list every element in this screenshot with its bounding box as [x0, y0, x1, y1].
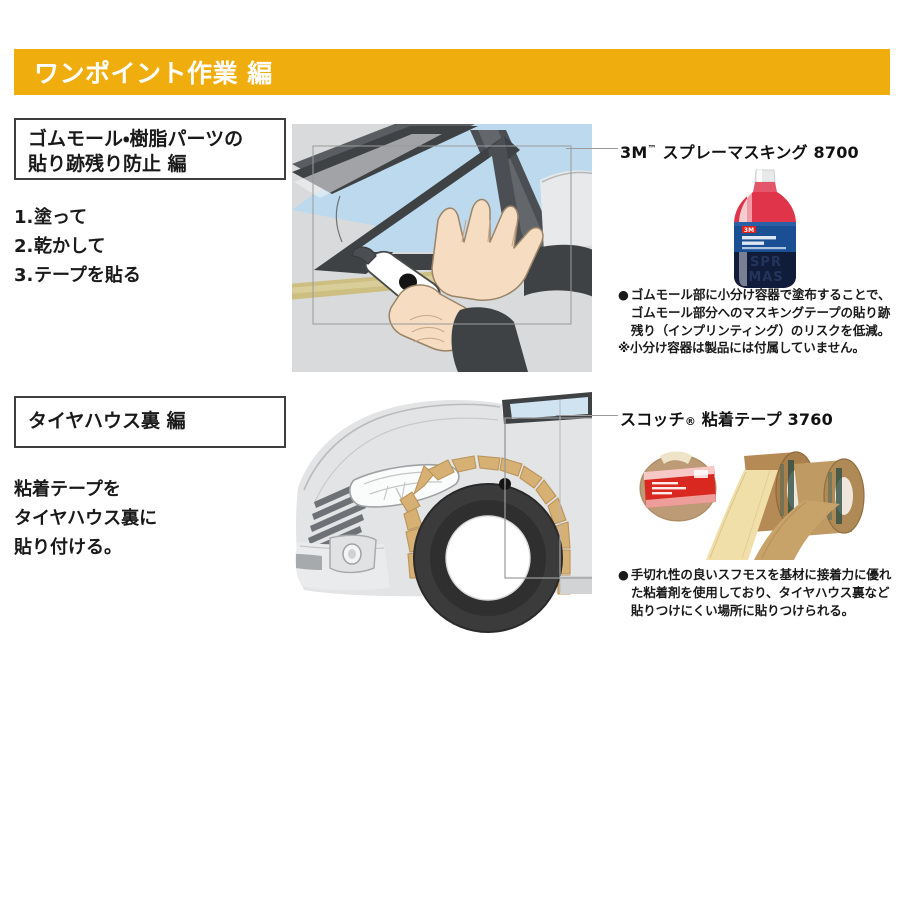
section-2-title-box: タイヤハウス裏 編	[14, 396, 286, 448]
list-item: 3.テープを貼る	[14, 261, 274, 290]
product-1-description: ● ゴムモール部に小分け容器で塗布することで、ゴムモール部分へのマスキングテープ…	[618, 286, 894, 357]
section-1-title-box: ゴムモール・樹脂パーツの 貼り跡残り防止 編	[14, 118, 286, 180]
minivan-wheel-arch-illustration	[292, 392, 592, 648]
car-window-illustration	[292, 124, 592, 372]
leader-line-product-2	[556, 415, 618, 416]
step-label: 塗って	[34, 207, 88, 228]
product-2-brand: スコッチ	[620, 410, 685, 429]
step-number: 3.	[14, 265, 34, 287]
spray-masking-bottle-photo: 3M SPR MAS	[700, 168, 830, 293]
list-item: 2.乾かして	[14, 232, 274, 261]
product-1-bullet: ● ゴムモール部に小分け容器で塗布することで、ゴムモール部分へのマスキングテープ…	[618, 286, 894, 339]
svg-text:MAS: MAS	[748, 270, 783, 285]
bullet-icon: ●	[618, 287, 629, 302]
svg-text:3M: 3M	[744, 227, 754, 234]
product-2-name: 粘着テープ 3760	[696, 410, 833, 429]
svg-text:SPR: SPR	[750, 255, 782, 270]
product-1-bullet-text: ゴムモール部に小分け容器で塗布することで、ゴムモール部分へのマスキングテープの貼…	[630, 287, 891, 338]
product-1-name: スプレーマスキング 8700	[656, 143, 859, 162]
product-1-brand: 3M	[620, 143, 648, 162]
section-1-step-list: 1.塗って 2.乾かして 3.テープを貼る	[14, 203, 274, 290]
section-1-title: ゴムモール・樹脂パーツの 貼り跡残り防止 編	[28, 128, 244, 176]
step-label: テープを貼る	[34, 265, 141, 287]
list-item: 1.塗って	[14, 203, 274, 232]
page-title: ワンポイント作業 編	[34, 59, 273, 88]
product-2-bullet: ● 手切れ性の良いスフモスを基材に接着力に優れた粘着剤を使用しており、タイヤハウ…	[618, 566, 894, 619]
step-number: 1.	[14, 207, 34, 228]
section-2-lead-text: 粘着テープを タイヤハウス裏に 貼り付ける。	[14, 479, 158, 559]
leader-line-product-1	[566, 148, 618, 149]
adhesive-tape-rolls-photo	[618, 440, 894, 560]
product-2-description: ● 手切れ性の良いスフモスを基材に接着力に優れた粘着剤を使用しており、タイヤハウ…	[618, 566, 894, 619]
trademark-symbol: ™	[647, 144, 657, 155]
product-1-note: ※小分け容器は製品には付属していません。	[618, 340, 865, 356]
product-1-title: 3M™ スプレーマスキング 8700	[620, 139, 859, 163]
product-2-title: スコッチ® 粘着テープ 3760	[620, 406, 833, 430]
registered-symbol: ®	[684, 415, 697, 428]
step-number: 2.	[14, 236, 34, 258]
section-2-title: タイヤハウス裏 編	[28, 410, 186, 433]
step-label: 乾かして	[34, 236, 106, 258]
bullet-icon: ●	[618, 567, 629, 582]
product-2-bullet-text: 手切れ性の良いスフモスを基材に接着力に優れた粘着剤を使用しており、タイヤハウス裏…	[630, 567, 892, 618]
page-header-banner: ワンポイント作業 編	[14, 49, 890, 95]
